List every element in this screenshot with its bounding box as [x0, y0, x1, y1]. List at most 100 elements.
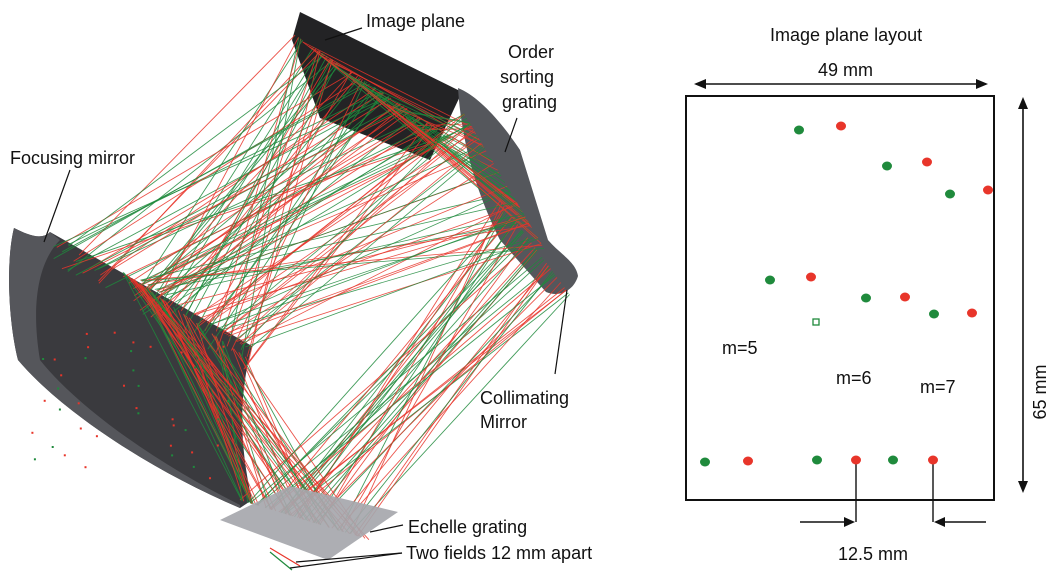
focusing-mirror-surface — [9, 228, 252, 508]
ray-line — [239, 242, 532, 501]
ray-line — [321, 55, 481, 141]
ray-line — [313, 220, 516, 524]
ray-line — [255, 236, 528, 506]
ray-line — [61, 83, 370, 253]
hollow-green-spot — [812, 318, 820, 326]
red-spot — [928, 455, 938, 465]
ray-line — [284, 221, 517, 515]
ray-line — [122, 271, 243, 501]
label-echelle-grating: Echelle grating — [408, 517, 528, 537]
width-arrowhead-right — [976, 79, 988, 89]
leader-two-fields-a — [289, 552, 403, 569]
ray-line — [174, 123, 471, 303]
ray-line — [215, 38, 302, 332]
ray-speck — [33, 458, 36, 461]
ray-line — [193, 62, 339, 334]
ray-bundle — [31, 34, 570, 541]
ray-line — [248, 211, 510, 504]
ray-speck — [137, 412, 140, 415]
ray-line — [436, 139, 523, 212]
label-order-sorting-2: sorting — [500, 67, 555, 87]
label-collimating-1: Collimating — [480, 388, 570, 408]
ray-line — [148, 201, 517, 286]
optical-layout-diagram — [9, 12, 578, 571]
ray-line — [200, 87, 376, 342]
ray-line — [302, 41, 473, 128]
ray-speck — [194, 366, 196, 369]
ray-line — [248, 147, 485, 350]
ray-speck — [217, 418, 220, 421]
red-spot — [851, 455, 861, 465]
ray-line — [141, 124, 471, 282]
order-label-m7: m=7 — [920, 377, 956, 397]
green-spot — [945, 189, 955, 199]
ray-speck — [51, 446, 54, 448]
spacing-arrowhead-left — [844, 517, 855, 527]
ray-line — [82, 107, 407, 274]
ray-line — [67, 96, 390, 271]
ray-speck — [135, 407, 138, 410]
ray-speck — [171, 454, 174, 457]
red-spot — [836, 121, 846, 131]
ray-line — [278, 289, 567, 513]
ray-line — [269, 216, 513, 510]
ray-line — [406, 117, 516, 201]
ray-line — [319, 205, 505, 525]
ray-line — [210, 190, 511, 326]
ray-line — [139, 136, 451, 287]
ray-line — [280, 229, 523, 513]
ray-line — [154, 221, 529, 290]
green-spot — [765, 275, 775, 285]
layout-title: Image plane layout — [770, 25, 923, 45]
height-arrowhead-top — [1018, 97, 1028, 109]
ray-line — [220, 123, 471, 332]
label-two-fields: Two fields 12 mm apart — [406, 543, 593, 563]
order-label-m6: m=6 — [836, 368, 872, 388]
ray-line — [195, 131, 475, 317]
green-spot — [929, 309, 939, 319]
ray-line — [312, 277, 558, 523]
leader-collimating — [554, 289, 568, 375]
label-order-sorting-3: grating — [502, 92, 558, 112]
red-spot — [922, 157, 932, 167]
ray-line — [302, 41, 521, 208]
ray-line — [183, 314, 253, 504]
ray-line — [198, 132, 445, 327]
ray-line — [141, 247, 545, 282]
ray-speck — [113, 331, 116, 334]
ray-speck — [123, 384, 125, 387]
leader-echelle — [369, 524, 404, 533]
ray-line — [245, 238, 539, 348]
ray-line — [256, 230, 524, 506]
ray-line — [247, 51, 321, 364]
spacing-label: 12.5 mm — [838, 544, 909, 564]
red-spot — [967, 308, 977, 318]
ray-speck — [132, 341, 135, 344]
ray-speck — [149, 345, 152, 348]
ray-line — [344, 271, 553, 533]
ray-line — [284, 239, 530, 515]
ray-speck — [216, 444, 219, 447]
ray-line — [196, 322, 253, 504]
ray-speck — [222, 345, 225, 348]
focusing-mirror-shade — [9, 228, 240, 508]
ray-speck — [63, 454, 66, 457]
red-spot — [900, 292, 910, 302]
ray-speck — [132, 369, 135, 372]
leader-two-fields-b — [295, 552, 403, 563]
height-label: 65 mm — [1030, 364, 1050, 419]
order-label-m5: m=5 — [722, 338, 758, 358]
green-spot — [882, 161, 892, 171]
ray-line — [338, 67, 494, 163]
ray-speck — [191, 451, 194, 454]
leader-image-plane — [324, 27, 363, 41]
ray-line — [75, 104, 402, 276]
green-spot — [794, 125, 804, 135]
ray-speck — [42, 358, 45, 360]
ray-speck — [192, 465, 195, 468]
ray-line — [264, 274, 556, 509]
ray-line — [315, 272, 555, 524]
ray-speck — [57, 387, 60, 390]
ray-line — [222, 341, 291, 516]
